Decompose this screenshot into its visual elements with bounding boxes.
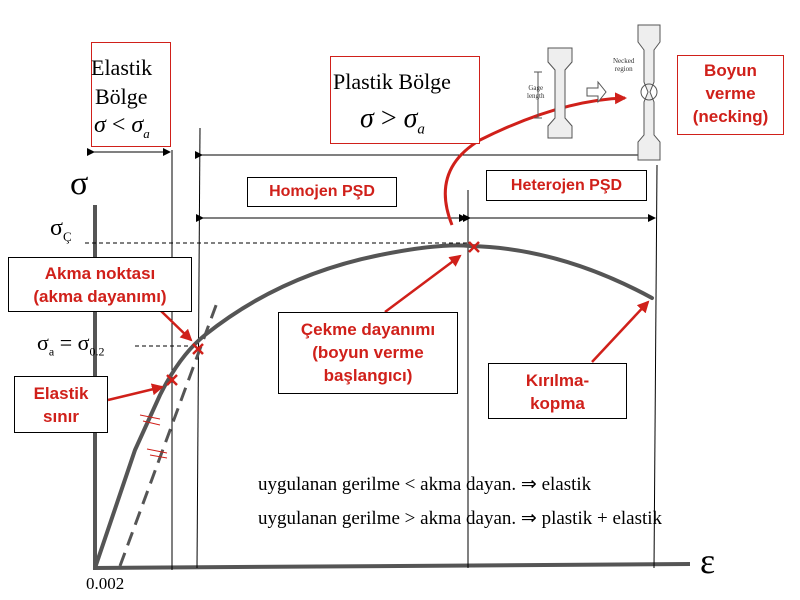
necked-line2: region <box>614 65 633 73</box>
elastic-condition: σ < σa <box>94 112 150 142</box>
sigma-c-label: σÇ <box>50 215 72 245</box>
necking-curve-arrow <box>443 92 627 226</box>
divider-fracture <box>653 164 658 569</box>
x-axis <box>92 562 691 570</box>
cekme-arrow <box>384 254 462 314</box>
rule-elastic: uygulanan gerilme < akma dayan. ⇒ elasti… <box>258 474 592 495</box>
boyun-line1: Boyun <box>704 61 757 80</box>
elastik-sinir-label: Elastik sınır <box>14 376 108 433</box>
cond-sigma: σ <box>360 103 374 134</box>
necked-region-label: Necked region <box>613 57 634 73</box>
cond-op: < <box>111 112 126 138</box>
elastic-region-label-2: Bölge <box>95 84 148 109</box>
stress-strain-curve <box>93 243 654 570</box>
cond-sigma-a: σ <box>131 112 144 138</box>
elastic-limit-marker <box>166 374 178 386</box>
akma-noktasi-label: Akma noktası (akma dayanımı) <box>8 257 192 312</box>
cond-op: > <box>380 103 397 134</box>
cekme-line2: (boyun verme <box>312 343 424 362</box>
sigma-a-symbol: σ <box>37 330 49 355</box>
kirilma-arrow <box>591 300 650 363</box>
cond-sub: a <box>417 121 425 138</box>
sigma-a-sub: a <box>48 344 55 359</box>
heterojen-label: Heterojen PŞD <box>486 170 647 201</box>
uts-marker <box>468 241 480 253</box>
akma-line1: Akma noktası <box>44 264 156 283</box>
necked-line1: Necked <box>613 57 635 65</box>
sigma-02-sub: 0.2 <box>89 344 105 359</box>
boyun-line3: (necking) <box>692 107 769 126</box>
akma-arrow <box>159 309 193 342</box>
x-axis-symbol: ε <box>700 541 716 581</box>
plastic-region-box <box>330 56 480 144</box>
slope-marks <box>139 414 168 459</box>
transform-arrow-icon <box>586 80 607 104</box>
offset-tick-label: 0.002 <box>86 574 125 593</box>
gage-length-label: Gage length <box>527 84 545 100</box>
kirilma-line1: Kırılma- <box>525 371 590 390</box>
cekme-line1: Çekme dayanımı <box>300 320 436 339</box>
cekme-line3: başlangıcı) <box>323 366 413 385</box>
y-axis-symbol: σ <box>70 165 89 202</box>
elastik-line2: sınır <box>43 407 79 426</box>
gage-marks <box>534 71 542 119</box>
cond-sigma: σ <box>94 112 106 138</box>
sigma-c-symbol: σ <box>50 215 63 241</box>
homojen-label: Homojen PŞD <box>247 177 397 207</box>
offset-line <box>118 299 220 567</box>
cond-sigma-a: σ <box>403 103 418 134</box>
kirilma-kopma-label: Kırılma- kopma <box>488 363 627 419</box>
sigma-a-label: σa = σ0.2 <box>37 330 104 359</box>
elastik-arrow <box>107 383 164 402</box>
cond-sub: a <box>143 125 150 141</box>
cekme-dayanimi-label: Çekme dayanımı (boyun verme başlangıcı) <box>278 312 458 394</box>
elastic-region-label-1: Elastik <box>91 55 153 80</box>
yield-point-marker <box>192 343 204 355</box>
original-specimen-illustration <box>547 47 573 139</box>
gage-line2: length <box>527 92 545 100</box>
necked-specimen-illustration <box>637 24 661 161</box>
sigma-c-sub: Ç <box>62 228 72 244</box>
kirilma-line2: kopma <box>530 394 585 413</box>
sigma-02-symbol: = σ <box>59 330 90 355</box>
boyun-verme-label: Boyun verme (necking) <box>677 55 784 135</box>
plastic-condition: σ > σa <box>360 103 425 139</box>
rule-plastic: uygulanan gerilme > akma dayan. ⇒ plasti… <box>258 508 663 529</box>
elastic-region-box <box>91 42 171 147</box>
gage-line1: Gage <box>528 84 544 92</box>
boyun-line2: verme <box>705 84 756 103</box>
elastik-line1: Elastik <box>33 384 89 403</box>
plastic-region-title: Plastik Bölge <box>333 69 451 94</box>
akma-line2: (akma dayanımı) <box>33 287 167 306</box>
